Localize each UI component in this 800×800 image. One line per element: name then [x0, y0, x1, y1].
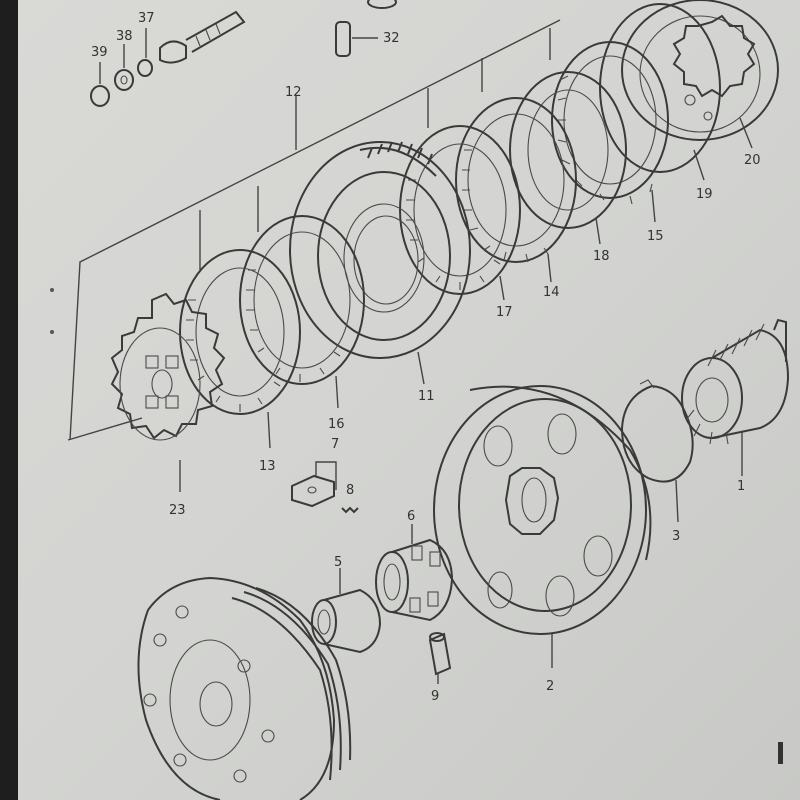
callout-20: 20 — [744, 153, 761, 168]
callout-19: 19 — [696, 187, 713, 202]
callout-2: 2 — [546, 679, 554, 694]
callout-14: 14 — [543, 285, 560, 300]
part-bolt-shaft — [159, 10, 246, 64]
group-bracket — [67, 19, 561, 441]
part-5-bushing — [311, 568, 382, 654]
part-19-plate — [599, 3, 721, 181]
part-39-nut — [90, 62, 110, 107]
callout-17: 17 — [496, 305, 513, 320]
edge-mark — [50, 330, 54, 334]
callout-38: 38 — [116, 29, 133, 44]
callout-6: 6 — [407, 509, 415, 524]
top-edge-part — [367, 0, 397, 9]
part-2-clutch-drum — [433, 385, 652, 668]
callout-18: 18 — [593, 249, 610, 264]
part-20-plate — [621, 0, 779, 149]
part-14-friction-plate — [455, 97, 577, 283]
callout-8: 8 — [346, 483, 354, 498]
callout-13: 13 — [259, 459, 276, 474]
callout-labels: 39 38 37 32 12 20 19 15 18 14 17 11 16 1… — [91, 11, 761, 704]
edge-mark — [50, 288, 54, 292]
part-37-washer — [137, 28, 153, 77]
callout-7: 7 — [331, 437, 339, 452]
part-3-circlip — [620, 379, 694, 523]
edge-mark — [778, 742, 783, 764]
part-11-clutch-ring — [289, 141, 471, 385]
callout-11: 11 — [418, 389, 435, 404]
callout-32: 32 — [383, 31, 400, 46]
part-9-pin — [428, 632, 452, 684]
part-16-friction-plate — [239, 215, 365, 409]
callout-1: 1 — [737, 479, 745, 494]
callout-9: 9 — [431, 689, 439, 704]
callout-15: 15 — [647, 229, 664, 244]
paper-sheet — [18, 0, 800, 800]
callout-12: 12 — [285, 85, 302, 100]
part-7-bracket — [291, 461, 337, 508]
callout-23: 23 — [169, 503, 186, 518]
callout-37: 37 — [138, 11, 155, 26]
part-1-hub — [681, 318, 790, 476]
callout-39: 39 — [91, 45, 108, 60]
part-13-friction-plate — [179, 249, 301, 449]
callout-3: 3 — [672, 529, 680, 544]
part-15-friction-plate — [551, 41, 669, 223]
part-18-steel-plate — [509, 71, 627, 245]
clutch-assembly-bottom — [137, 576, 352, 800]
part-32-pin — [335, 21, 378, 57]
callout-16: 16 — [328, 417, 345, 432]
callout-5: 5 — [334, 555, 342, 570]
part-8-spring — [341, 506, 359, 514]
part-23-pressure-plate — [110, 292, 226, 492]
part-6-bearing — [375, 524, 454, 622]
part-38-washer — [114, 44, 134, 91]
